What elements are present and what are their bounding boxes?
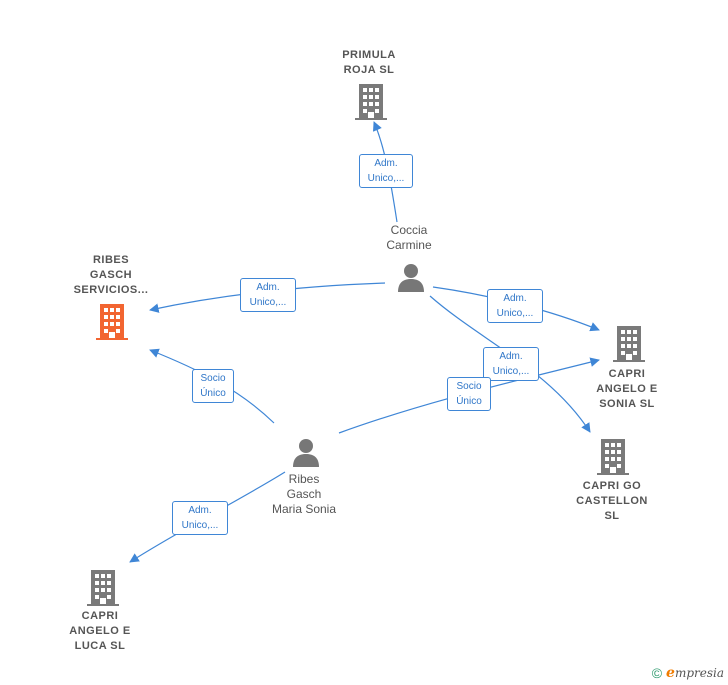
node-title-line: CAPRI GO xyxy=(582,480,642,492)
node-title-capri-angelo-luca[interactable]: CAPRI ANGELO E LUCA SL xyxy=(50,609,150,654)
building-icon[interactable] xyxy=(613,326,645,362)
edge-label-line: Adm. xyxy=(188,505,212,516)
person-icon[interactable] xyxy=(396,262,426,292)
edge-label-line: Unico,... xyxy=(249,297,287,308)
edge-label-coccia-capri-sonia[interactable]: Adm. Unico,... xyxy=(487,289,543,323)
brand-initial: e xyxy=(666,665,675,681)
node-title-capri-go[interactable]: CAPRI GO CASTELLON SL xyxy=(562,479,662,524)
node-title-line: SONIA SL xyxy=(599,398,655,410)
node-title-line: Ribes xyxy=(288,472,320,486)
node-title-ribes-gasch-servicios[interactable]: RIBES GASCH SERVICIOS... xyxy=(61,253,161,298)
edge-label-line: Unico,... xyxy=(367,173,405,184)
edge-label-line: Adm. xyxy=(374,158,398,169)
node-title-line: Coccia xyxy=(390,223,428,237)
node-title-line: Gasch xyxy=(286,487,322,501)
edge-label-line: Adm. xyxy=(503,293,527,304)
node-title-capri-angelo-sonia[interactable]: CAPRI ANGELO E SONIA SL xyxy=(577,367,677,412)
edge-label-line: Unico,... xyxy=(492,366,530,377)
node-title-line: RIBES xyxy=(92,254,130,266)
edge-label-maria-capri-luca[interactable]: Adm. Unico,... xyxy=(172,501,228,535)
edge-label-maria-capri-sonia[interactable]: Socio Único xyxy=(447,377,491,411)
brand-rest: mpresia xyxy=(674,666,724,680)
edge-label-coccia-capri-go[interactable]: Adm. Unico,... xyxy=(483,347,539,381)
edge-label-coccia-ribes[interactable]: Adm. Unico,... xyxy=(240,278,296,312)
person-icon[interactable] xyxy=(291,437,321,467)
building-icon[interactable] xyxy=(355,84,387,120)
edge-label-line: Unico,... xyxy=(181,520,219,531)
edge-label-line: Socio xyxy=(456,381,482,392)
copyright-symbol: © xyxy=(651,665,663,681)
empresia-logo[interactable]: empresia xyxy=(666,665,724,681)
edge-label-line: Único xyxy=(200,388,226,399)
building-icon[interactable] xyxy=(87,570,119,606)
node-title-line: SL xyxy=(604,510,620,522)
building-icon[interactable] xyxy=(597,439,629,475)
node-title-line: GASCH xyxy=(89,269,133,281)
node-title-line: CAPRI xyxy=(608,368,646,380)
node-title-line: PRIMULA xyxy=(342,49,396,61)
node-title-primula[interactable]: PRIMULA ROJA SL xyxy=(319,48,419,78)
edge-label-line: Único xyxy=(456,396,482,407)
node-title-line: ROJA SL xyxy=(343,64,395,76)
node-title-line: LUCA SL xyxy=(74,640,126,652)
node-title-line: Maria Sonia xyxy=(271,502,337,516)
edge-label-coccia-primula[interactable]: Adm. Unico,... xyxy=(359,154,413,188)
node-title-line: CAPRI xyxy=(81,610,119,622)
node-title-ribes-maria[interactable]: Ribes Gasch Maria Sonia xyxy=(254,472,354,517)
node-title-line: CASTELLON xyxy=(576,495,648,507)
edge-label-line: Adm. xyxy=(499,351,523,362)
edge-label-line: Adm. xyxy=(256,282,280,293)
node-title-line: Carmine xyxy=(386,238,432,252)
edge-label-line: Unico,... xyxy=(496,308,534,319)
edge-label-maria-ribes[interactable]: Socio Único xyxy=(192,369,234,403)
edge-label-line: Socio xyxy=(200,373,226,384)
node-title-coccia[interactable]: Coccia Carmine xyxy=(359,223,459,253)
node-title-line: SERVICIOS... xyxy=(73,284,149,296)
node-title-line: ANGELO E xyxy=(69,625,131,637)
node-title-line: ANGELO E xyxy=(596,383,658,395)
brand-footer: © empresia xyxy=(652,665,724,681)
building-icon-highlighted[interactable] xyxy=(96,304,128,340)
